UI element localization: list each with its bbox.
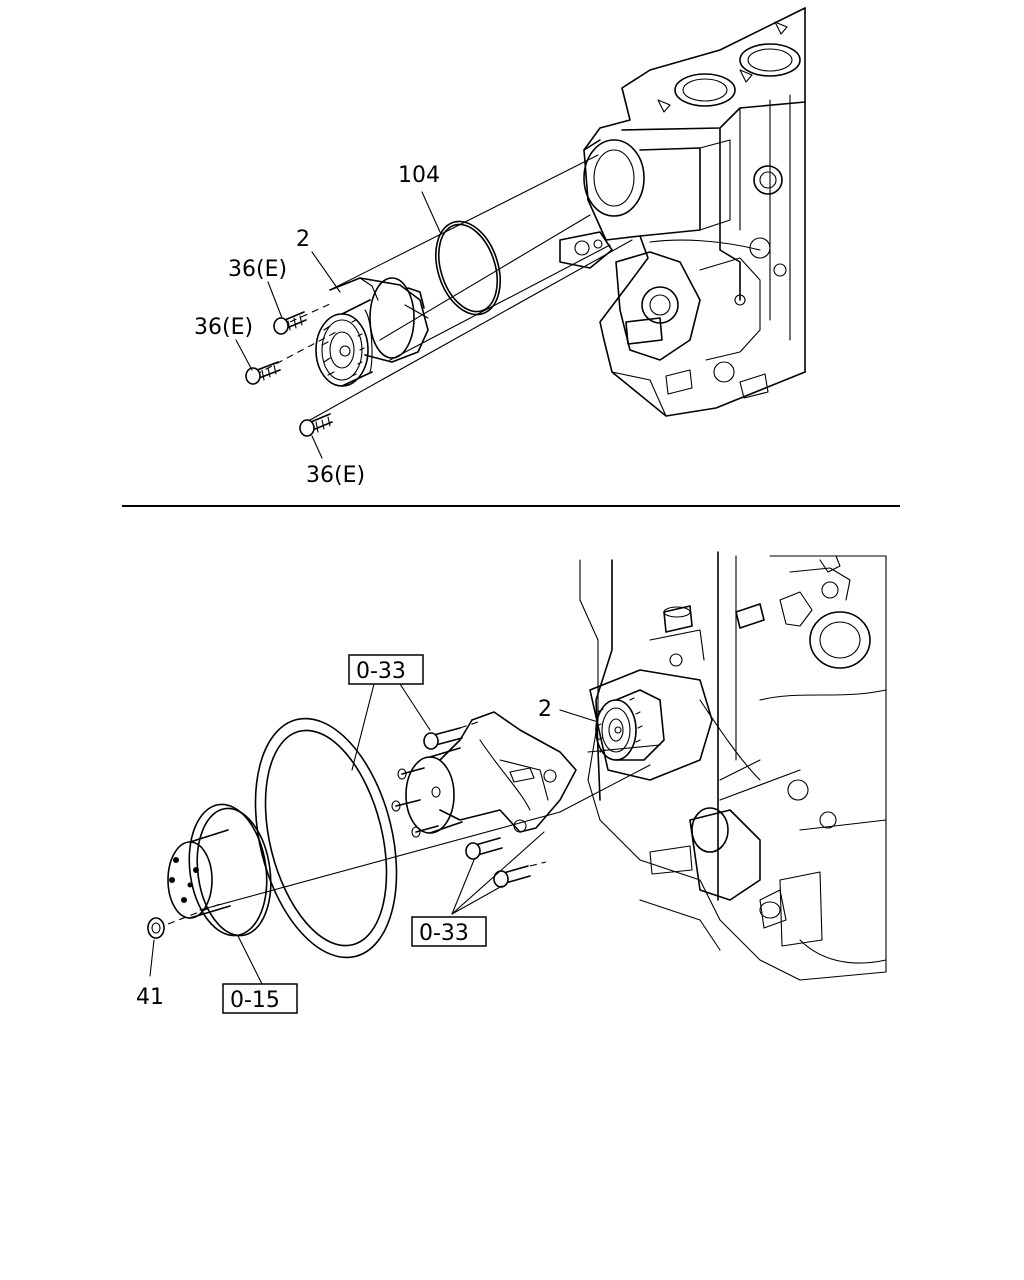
bracket-bolt-lower-2 xyxy=(493,865,531,888)
bottom-guide-lines xyxy=(199,721,561,911)
pulley xyxy=(167,803,272,937)
reference-box-0-15: 0-15 xyxy=(222,983,298,1014)
reference-label-0-33-upper: 0-33 xyxy=(356,659,406,684)
bracket-bolt-lower-1 xyxy=(465,837,503,860)
reference-label-0-33-lower: 0-33 xyxy=(419,921,469,946)
callout-water-pump-2-bottom: 2 xyxy=(538,697,552,722)
bolt-lower xyxy=(299,413,333,437)
fan-bracket xyxy=(391,711,577,838)
callout-bolt-36e-middle: 36(E) xyxy=(194,315,253,340)
bracket-bolt-top xyxy=(423,727,463,750)
flange-nut xyxy=(147,917,165,939)
reference-box-0-33-upper: 0-33 xyxy=(348,654,424,685)
callout-bolt-36e-upper: 36(E) xyxy=(228,257,287,282)
callout-bolt-36e-lower: 36(E) xyxy=(306,463,365,488)
top-exploded-view: 104 2 36(E) 36(E) 36(E) xyxy=(194,7,806,488)
drive-belt xyxy=(254,717,398,959)
engine-block-bottom xyxy=(559,551,887,981)
water-pump-top xyxy=(315,277,429,387)
bolt-upper xyxy=(273,311,307,335)
bottom-leader-lines xyxy=(149,683,599,985)
callout-nut-41: 41 xyxy=(136,985,164,1010)
reference-label-0-15: 0-15 xyxy=(230,988,280,1013)
engine-block-top xyxy=(559,7,806,417)
callout-gasket-104: 104 xyxy=(398,163,440,188)
bottom-exploded-view: 0-33 0-33 0-15 2 41 xyxy=(136,551,887,1014)
callout-water-pump-2-top: 2 xyxy=(296,227,310,252)
reference-box-0-33-lower: 0-33 xyxy=(411,916,487,947)
bolt-middle xyxy=(245,361,281,385)
top-leader-lines xyxy=(235,191,441,459)
installation-guide-lines xyxy=(254,154,633,421)
gasket-o-ring xyxy=(435,220,501,316)
